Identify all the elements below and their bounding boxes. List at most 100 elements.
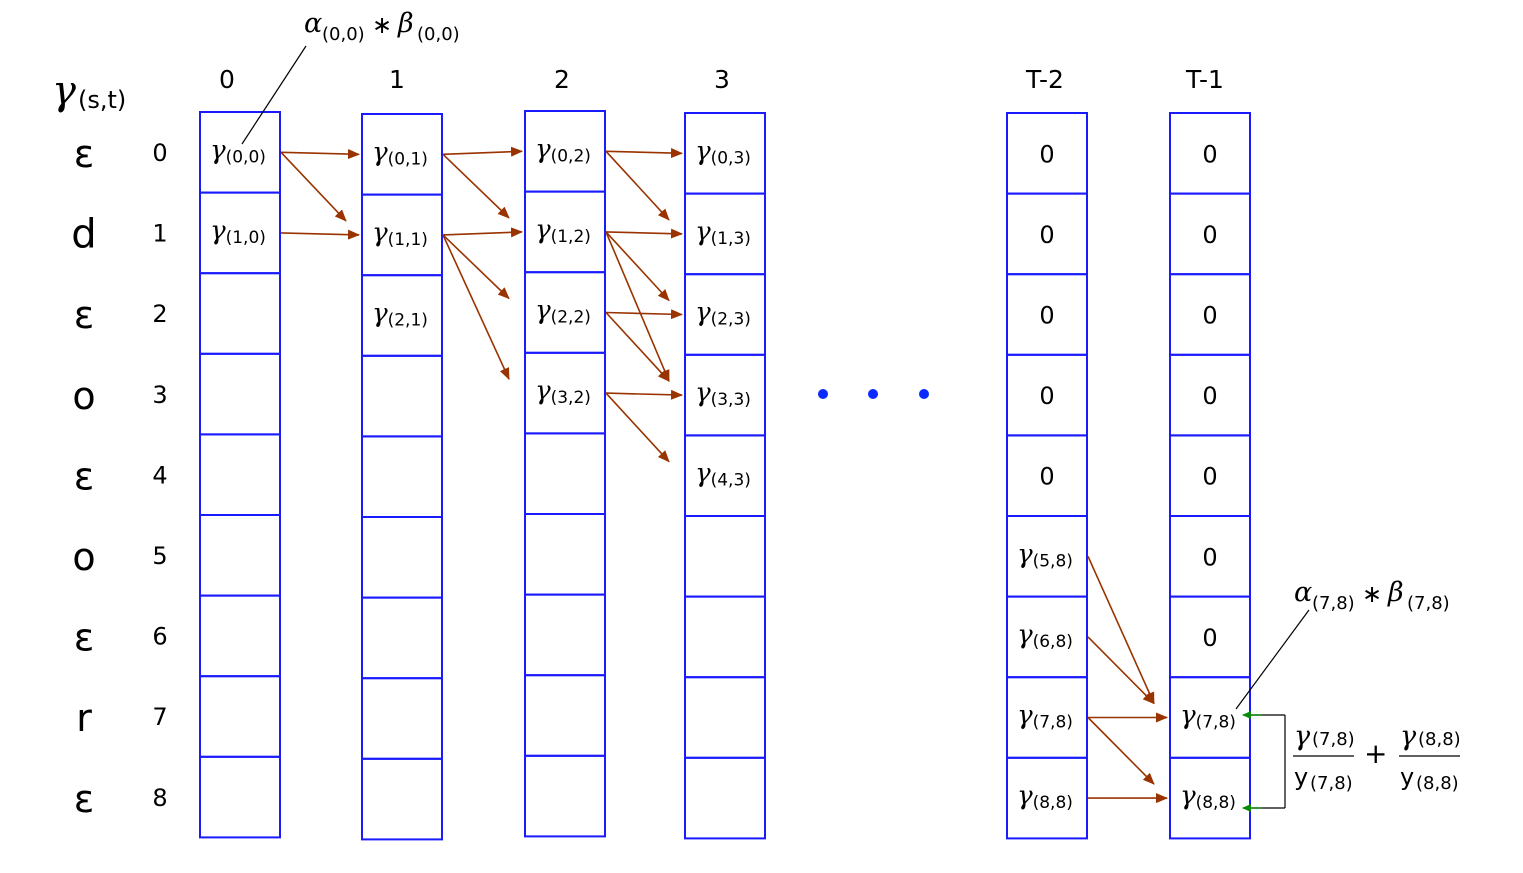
trellis-cell xyxy=(199,755,281,839)
cell-zero-value: 0 xyxy=(1039,140,1054,168)
row-index: 2 xyxy=(152,300,167,328)
row-symbol: r xyxy=(76,696,92,740)
cell-gamma-value: γ(1,1) xyxy=(372,218,428,250)
cell-zero-value: 0 xyxy=(1202,624,1217,652)
cell-gamma-value: γ(4,3) xyxy=(695,459,751,491)
normalization-formula: γ (7,8) y (7,8) + γ (8,8) y (8,8) xyxy=(1293,721,1461,794)
row-index: 8 xyxy=(152,784,167,812)
row-index: 3 xyxy=(152,381,167,409)
annotation-top-op: ∗ xyxy=(372,11,392,39)
cell-gamma-value: γ(3,2) xyxy=(535,376,591,408)
trellis-cell xyxy=(361,354,443,438)
cell-zero-value: 0 xyxy=(1039,221,1054,249)
transition-arrow xyxy=(605,228,683,239)
cell-gamma-value: γ(0,0) xyxy=(210,135,266,167)
row-index: 4 xyxy=(152,461,167,489)
feedback-bracket xyxy=(1242,711,1286,812)
formula-num1: γ xyxy=(1294,721,1311,752)
time-header: 2 xyxy=(554,65,570,94)
trellis-cell xyxy=(684,515,766,598)
cell-gamma-value: γ(3,3) xyxy=(695,378,751,410)
trellis-cell xyxy=(684,595,766,679)
cell-gamma-value: γ(5,8) xyxy=(1017,539,1073,571)
trellis-cell xyxy=(361,435,443,518)
trellis-cell xyxy=(361,677,443,760)
trellis-cell xyxy=(199,594,281,678)
matrix-label: γ (s,t) xyxy=(52,68,126,114)
transition-arrow xyxy=(605,231,670,383)
transition-arrow xyxy=(280,229,360,240)
cell-zero-value: 0 xyxy=(1202,543,1217,571)
cell-zero-value: 0 xyxy=(1039,382,1054,410)
time-header: 1 xyxy=(389,65,405,94)
trellis-cell xyxy=(199,272,281,355)
time-header: 0 xyxy=(219,65,235,94)
annotation-top-beta: β xyxy=(397,8,414,39)
cell-gamma-value: γ(8,8) xyxy=(1017,781,1073,813)
time-header: T-2 xyxy=(1025,65,1064,94)
time-column: γ(0,2)γ(1,2)γ(2,2)γ(3,2) xyxy=(524,110,606,838)
cell-zero-value: 0 xyxy=(1202,382,1217,410)
annotation-bottom-leader xyxy=(1235,609,1310,710)
formula-num1-sub: (7,8) xyxy=(1312,729,1355,750)
time-header: 3 xyxy=(714,65,730,94)
annotation-top-leader xyxy=(241,45,307,145)
annotation-top-alpha: α xyxy=(304,8,322,39)
matrix-label-subscript: (s,t) xyxy=(78,86,126,114)
cell-gamma-value: γ(2,1) xyxy=(372,299,428,331)
trellis-cell xyxy=(1006,756,1088,840)
trellis-cell xyxy=(199,433,281,516)
column-headers: 0 1 2 3 T-2 T-1 xyxy=(219,65,1224,94)
feedback-bracket-line xyxy=(1247,714,1286,809)
transition-arrows xyxy=(280,146,1168,804)
cell-zero-value: 0 xyxy=(1202,221,1217,249)
annotation-bottom-op: ∗ xyxy=(1362,580,1382,608)
trellis-cell xyxy=(524,513,606,596)
transition-arrow xyxy=(442,227,523,238)
cell-zero-value: 0 xyxy=(1039,302,1054,330)
trellis-cell xyxy=(524,432,606,515)
cell-gamma-value: γ(2,2) xyxy=(535,296,591,328)
cell-gamma-value: γ(1,3) xyxy=(695,217,751,249)
row-symbol: d xyxy=(71,212,96,258)
row-symbol: ε xyxy=(74,454,95,498)
transition-arrow xyxy=(1087,555,1155,705)
cell-gamma-value: γ(8,8) xyxy=(1180,781,1236,813)
transition-arrow xyxy=(605,309,683,320)
trellis-cell xyxy=(684,756,766,840)
transition-arrow xyxy=(280,149,360,160)
time-column: γ(0,0) γ(1,0) xyxy=(199,111,281,839)
cell-gamma-value: γ(1,0) xyxy=(210,216,266,248)
ellipsis-dots xyxy=(818,389,929,399)
transition-arrow xyxy=(280,151,347,222)
transition-arrow xyxy=(605,392,670,463)
matrix-label-symbol: γ xyxy=(52,68,76,114)
trellis-cell xyxy=(361,757,443,841)
transition-arrow xyxy=(605,148,683,159)
transition-arrow xyxy=(442,146,523,157)
row-index: 6 xyxy=(152,623,167,651)
time-header: T-1 xyxy=(1185,65,1224,94)
annotation-bottom-alpha-sub: (7,8) xyxy=(1312,593,1355,614)
transition-arrow xyxy=(442,153,510,219)
cell-gamma-value: γ(2,3) xyxy=(695,298,751,330)
row-symbol: ε xyxy=(74,293,95,337)
trellis-cell xyxy=(199,675,281,758)
row-symbol: o xyxy=(72,535,95,579)
formula-den2: y xyxy=(1400,763,1414,791)
trellis-cell xyxy=(199,352,281,436)
cell-zero-value: 0 xyxy=(1039,463,1054,491)
transition-arrow xyxy=(1087,636,1155,705)
row-symbol: ε xyxy=(74,777,95,821)
annotation-bottom: α (7,8) ∗ β (7,8) xyxy=(1235,577,1450,710)
cell-gamma-value: γ(0,3) xyxy=(695,136,751,168)
annotation-bottom-beta-sub: (7,8) xyxy=(1407,593,1450,614)
trellis-cell xyxy=(361,516,443,599)
transition-arrow xyxy=(605,150,670,221)
trellis-cell xyxy=(524,674,606,757)
transition-arrow xyxy=(442,234,510,381)
transition-arrow xyxy=(442,234,510,300)
